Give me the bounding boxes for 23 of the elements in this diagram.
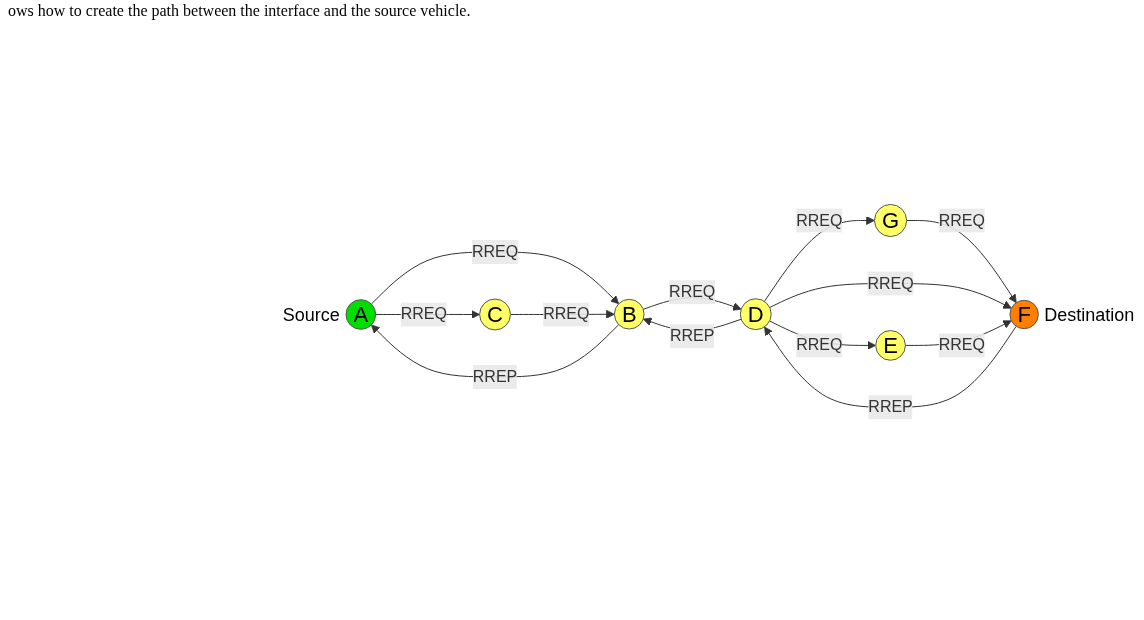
edge-label: RREP — [868, 398, 913, 416]
edge-label: RREQ — [938, 336, 985, 354]
node-caption: Destination — [1044, 304, 1135, 326]
edge-label: RREQ — [668, 283, 716, 301]
node-circle: B — [613, 299, 645, 330]
edge-label: RREQ — [542, 305, 590, 323]
node-circle: C — [478, 298, 511, 331]
node-circle: G — [873, 204, 907, 238]
caption: ows how to create the path between the interface and the source vehicle. — [7, 1, 472, 22]
edge-label: RREQ — [796, 336, 843, 354]
node-circle: D — [739, 298, 772, 331]
edge-label: RREQ — [471, 243, 518, 261]
node-caption: Source — [282, 304, 340, 326]
node-circle: F — [1009, 300, 1039, 330]
edge-label: RREQ — [867, 274, 914, 292]
edge-label: RREQ — [796, 211, 843, 229]
node-circle: A — [345, 299, 376, 331]
arrow — [763, 326, 1017, 409]
edge-label: RREP — [669, 327, 715, 345]
edge-label: RREP — [472, 368, 518, 386]
node-circle: E — [875, 330, 906, 362]
edge-label: RREQ — [400, 305, 447, 323]
edge-label: RREQ — [938, 211, 985, 229]
